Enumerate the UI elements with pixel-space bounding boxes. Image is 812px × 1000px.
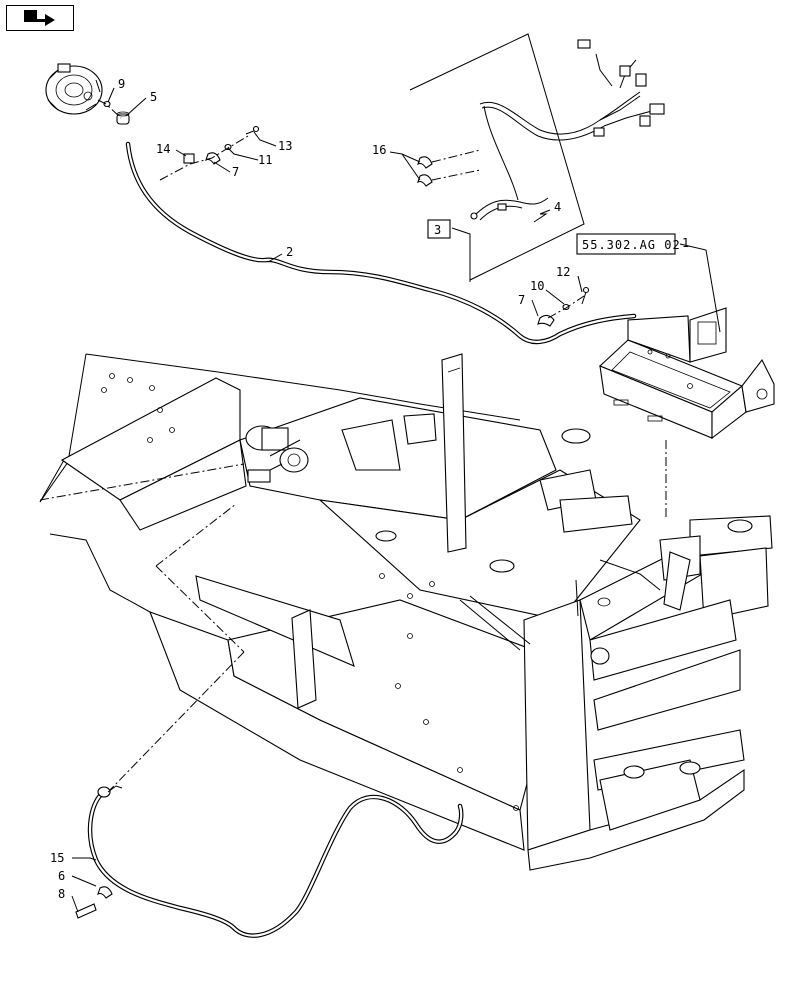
leader-frame-1	[39, 463, 245, 501]
washer-11	[224, 143, 232, 151]
callout-13[interactable]: 13	[278, 139, 292, 153]
callout-8[interactable]: 8	[58, 887, 65, 901]
leader-cable-2	[159, 135, 249, 181]
group-3-box[interactable]: 3	[427, 219, 451, 239]
leader-frame-3	[155, 565, 245, 653]
chassis-frame	[39, 353, 773, 871]
reference-link-label: 55.302.AG 02	[582, 238, 681, 252]
callout-7b[interactable]: 7	[518, 293, 525, 307]
starter-motor	[245, 425, 309, 483]
callout-9[interactable]: 9	[118, 77, 125, 91]
callout-2[interactable]: 2	[286, 245, 293, 259]
clip-14	[183, 153, 195, 164]
harness-detail-panel	[409, 33, 665, 281]
clamp-6	[97, 886, 113, 899]
callout-5[interactable]: 5	[150, 90, 157, 104]
bolt-13	[245, 125, 260, 135]
group-3-label: 3	[434, 223, 441, 237]
callout-14[interactable]: 14	[156, 142, 170, 156]
callout-10[interactable]: 10	[530, 279, 544, 293]
callout-12[interactable]: 12	[556, 265, 570, 279]
callout-16[interactable]: 16	[372, 143, 386, 157]
callout-leaders	[71, 87, 721, 913]
reference-link-box[interactable]: 55.302.AG 02	[576, 233, 681, 255]
page-nav-button[interactable]	[6, 5, 74, 31]
fitting-5	[116, 111, 130, 125]
leader-alternator	[97, 99, 122, 119]
bolt-12	[581, 286, 590, 305]
page-arrow-icon	[24, 10, 55, 26]
callout-15[interactable]: 15	[50, 851, 64, 865]
cable-2	[125, 141, 637, 345]
cable-15	[87, 785, 464, 938]
alternator	[45, 63, 103, 115]
callout-4[interactable]: 4	[554, 200, 561, 214]
clamp-7b	[537, 314, 555, 327]
callout-7a[interactable]: 7	[232, 165, 239, 179]
washer-10	[562, 303, 570, 311]
fitting-9	[103, 100, 111, 108]
bolt-8	[75, 903, 97, 919]
callout-1[interactable]: 1	[682, 236, 689, 250]
leader-clamp	[547, 295, 585, 319]
callout-6[interactable]: 6	[58, 869, 65, 883]
callout-11[interactable]: 11	[258, 153, 272, 167]
leader-frame-to-cable	[109, 651, 245, 791]
battery-tray	[598, 307, 775, 440]
